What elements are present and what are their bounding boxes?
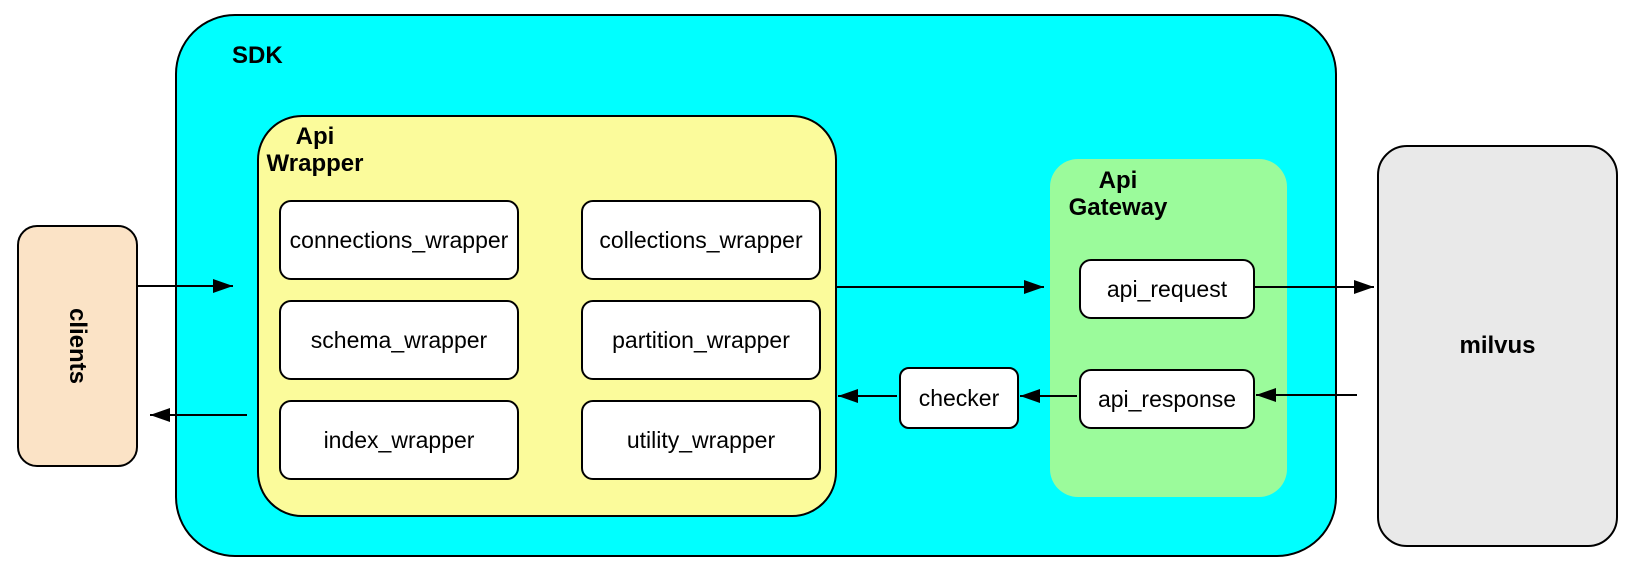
schema-wrapper-label: schema_wrapper [310,326,488,353]
api-gateway-container: Api Gateway api_request api_response [1050,159,1287,497]
checker-node: checker [899,367,1019,429]
sdk-label: SDK [232,42,283,69]
api-response-node: api_response [1079,369,1255,429]
clients-node: clients [17,225,138,467]
clients-label: clients [64,307,92,385]
milvus-label: milvus [1459,332,1536,359]
connections-wrapper-label: connections_wrapper [289,226,509,253]
milvus-node: milvus [1377,145,1618,547]
api-response-label: api_response [1097,385,1237,412]
utility-wrapper-node: utility_wrapper [581,400,821,480]
api-request-label: api_request [1106,275,1228,302]
api-wrapper-container: Api Wrapper connections_wrapper collecti… [257,115,837,517]
api-gateway-label: Api Gateway [1068,167,1168,221]
partition-wrapper-node: partition_wrapper [581,300,821,380]
index-wrapper-label: index_wrapper [323,426,475,453]
collections-wrapper-label: collections_wrapper [599,226,803,253]
collections-wrapper-node: collections_wrapper [581,200,821,280]
schema-wrapper-node: schema_wrapper [279,300,519,380]
partition-wrapper-label: partition_wrapper [612,326,790,353]
connections-wrapper-node: connections_wrapper [279,200,519,280]
api-request-node: api_request [1079,259,1255,319]
api-wrapper-label: Api Wrapper [266,123,364,177]
sdk-container: SDK Api Wrapper connections_wrapper coll… [175,14,1337,557]
index-wrapper-node: index_wrapper [279,400,519,480]
checker-label: checker [918,384,1000,411]
utility-wrapper-label: utility_wrapper [626,426,776,453]
